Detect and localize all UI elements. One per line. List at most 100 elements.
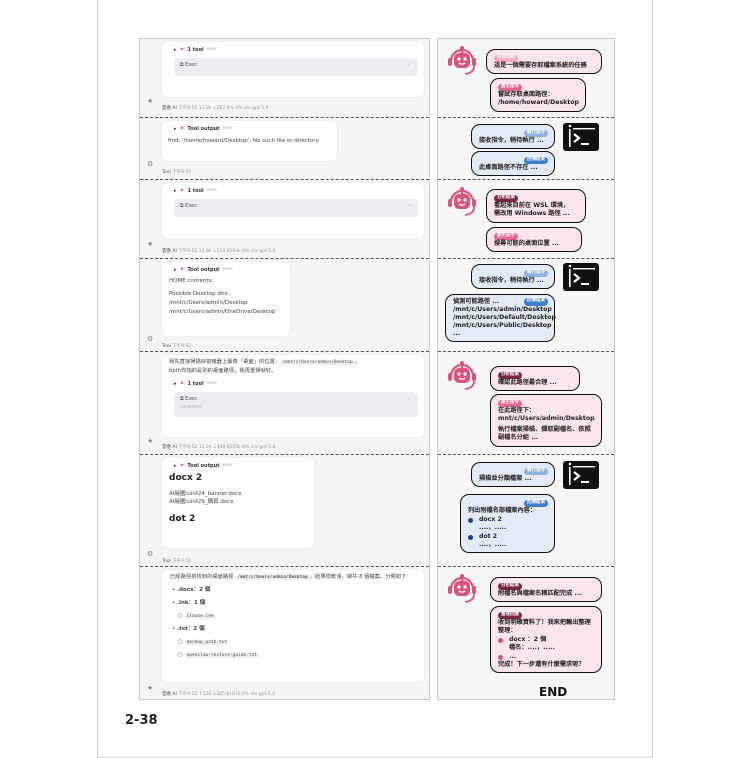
list-item-text: .docx：2 個 xyxy=(177,587,211,593)
meta-text: 下午9:52 xyxy=(172,344,192,349)
reply-text: ，結果很乾淨，總共 8 個檔案，分類如下： xyxy=(309,574,412,580)
star-icon: ★ xyxy=(147,684,154,692)
bubble-text: 此桌面路徑不存在 ... xyxy=(479,163,538,171)
bubble-tag: 整理回應 xyxy=(498,612,522,619)
bullet-item: docx 2....，..... xyxy=(468,516,548,532)
bubble-text: /mnt/c/Users/Public/Desktop xyxy=(453,322,552,329)
output-heading: dot 2 xyxy=(169,514,196,524)
check-icon: ✓ xyxy=(407,62,412,68)
bubble-text: dot 2 xyxy=(479,532,498,540)
tool-sub: exec xyxy=(206,188,218,193)
bubble-text: /home/howard/Desktop xyxy=(498,99,579,106)
meta-text: 下午9:52 ↑320 ↓305 8107k 0% ctx gpt-5.4 xyxy=(178,692,276,697)
meta-text: 下午9:52 xyxy=(172,559,192,564)
tool-output-label: Tool output xyxy=(187,462,220,469)
bubble-text: 確認此路徑最合理 ... xyxy=(498,378,557,386)
exec-block[interactable]: ⧉ Exec✓Completed xyxy=(174,392,418,417)
author: Tool xyxy=(162,344,171,349)
exec-status: Completed xyxy=(180,404,202,409)
bullet-dot xyxy=(468,534,473,540)
caret-icon: ▸ xyxy=(174,46,177,53)
speech-bubble: 執行指令接收指令，稍待執行 ... xyxy=(471,264,555,289)
author: Tool xyxy=(162,559,171,564)
tool-output-label: Tool output xyxy=(187,125,220,132)
bubble-text: 在此路徑下： xyxy=(498,406,536,414)
robot-icon xyxy=(446,359,478,391)
divider xyxy=(438,351,614,352)
list-item: • .txt：2 個 xyxy=(172,626,205,632)
tool-count: 1 tool xyxy=(187,46,204,53)
bubble-tag: 執行指令 xyxy=(524,468,548,475)
check-icon: ✓ xyxy=(407,396,412,402)
bubble-tag: 分析結果 xyxy=(494,195,518,202)
bubble-tag: 產生指令 xyxy=(494,233,518,240)
bubble-text: 這是一個需要存取檔案系統的任務 xyxy=(494,61,587,69)
spark-icon: ✦ xyxy=(179,462,185,469)
author: 雲喬 AI xyxy=(162,106,177,111)
list-item-text: .lnk：1 個 xyxy=(177,600,206,606)
bubble-tag: 分析結果 xyxy=(498,583,522,590)
speech-bubble: 產生指令嘗試存取桌面路徑：/home/howard/Desktop xyxy=(490,78,586,112)
inline-code: openclaw-restore-guide.txt xyxy=(184,653,260,658)
meta-text: 下午9:52 12.2k ↓348 8105k 0% ctx gpt-5.4 xyxy=(178,445,276,450)
exec-block[interactable]: ⧉ Exec✓ xyxy=(174,199,418,217)
bubble-tag: 產生指令 xyxy=(498,400,522,407)
copy-icon: ⧉ xyxy=(180,396,184,402)
caret-icon: ▸ xyxy=(174,266,177,273)
output-line: AI繪圖/unit24_banner.docx xyxy=(169,491,242,497)
speech-bubble: 產生指令搜尋可能的桌面位置 ... xyxy=(486,227,582,252)
explanation-panel: 任務理解這是一個需要存取檔案系統的任務 產生指令嘗試存取桌面路徑：/home/h… xyxy=(437,38,615,700)
author: 雲喬 AI xyxy=(162,249,177,254)
bubble-tag: 回傳結果 xyxy=(524,157,548,164)
star-icon: ★ xyxy=(147,240,154,248)
output-heading: docx 2 xyxy=(169,473,203,483)
bubble-tag: 回傳結果 xyxy=(524,298,548,306)
gear-icon: ⚙ xyxy=(147,335,154,343)
tool-sub: exec xyxy=(222,126,234,131)
tool-output-text: find: '/home/howard/Desktop': No such fi… xyxy=(168,138,319,144)
terminal-icon xyxy=(563,461,599,489)
divider xyxy=(438,179,614,180)
divider xyxy=(140,454,429,455)
exec-block[interactable]: ⧉ Exec✓ xyxy=(174,58,418,76)
bubble-text: 看起來目前在 WSL 環境， xyxy=(494,201,570,209)
bullet-dot xyxy=(468,517,473,523)
divider xyxy=(438,117,614,118)
list-item-text: .txt：2 個 xyxy=(177,626,205,632)
message-meta: 雲喬 AI 下午9:52 11.3k ↓282 8% 0% ctx gpt-5.… xyxy=(162,105,268,111)
chat-message-ai-reply: 已經路徑前找到的桌面路徑 /mnt/c/Users/admin/Desktop，… xyxy=(140,566,429,701)
bubble-text: ... xyxy=(509,652,517,660)
author: Tool xyxy=(162,170,171,175)
bubble-text: 嘗試存取桌面路徑： xyxy=(498,90,554,98)
copy-icon: ⧉ xyxy=(180,203,184,209)
robot-icon xyxy=(446,185,478,217)
tool-count: 1 tool xyxy=(187,187,204,194)
caret-icon: ▸ xyxy=(174,125,177,132)
bubble-text: 需改用 Windows 路徑 ... xyxy=(494,210,570,217)
divider xyxy=(438,454,614,455)
message-meta: 雲喬 AI 下午9:52 12.2k ↓348 8105k 0% ctx gpt… xyxy=(162,444,275,450)
spark-icon: ✦ xyxy=(179,266,185,273)
tool-count: 1 tool xyxy=(187,380,204,387)
author: 雲喬 AI xyxy=(162,445,177,450)
sub-list-item: ○ openclaw-restore-guide.txt xyxy=(178,652,260,658)
bubble-text: ....，..... xyxy=(479,540,507,548)
inline-code: Claude.lnk xyxy=(184,614,216,619)
tool-sub: exec xyxy=(222,267,234,272)
list-item: • .docx：2 個 xyxy=(172,587,211,593)
end-label: END xyxy=(539,685,568,699)
tool-output-label: Tool output xyxy=(187,266,220,273)
divider xyxy=(140,117,429,118)
speech-bubble: 執行指令掃描並分類檔案 ... xyxy=(471,462,555,487)
